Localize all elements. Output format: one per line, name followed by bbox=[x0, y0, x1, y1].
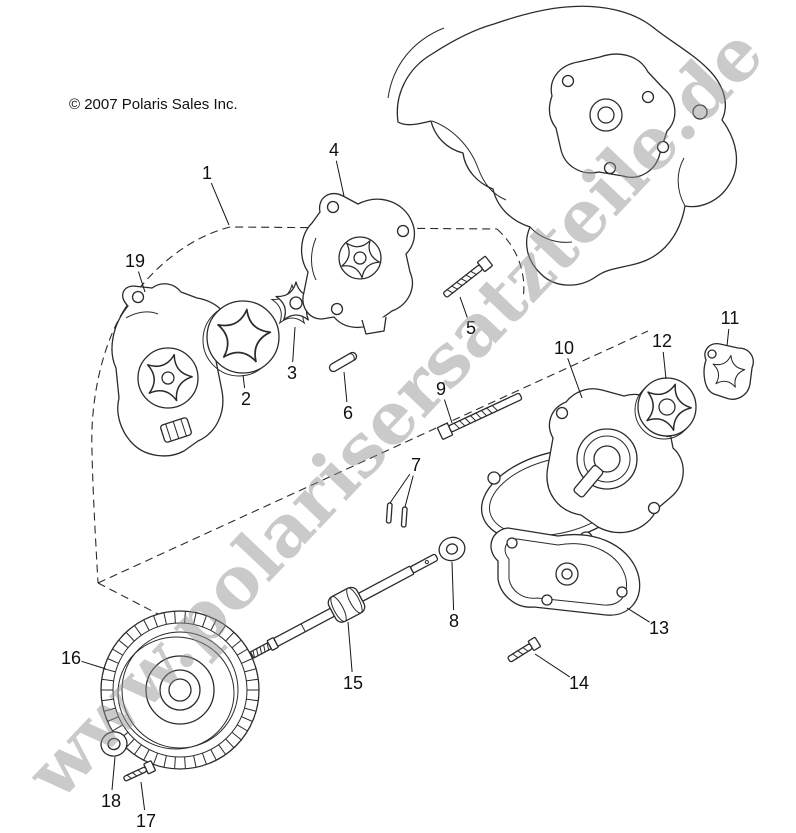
leader-line bbox=[459, 296, 468, 318]
callout-5: 5 bbox=[466, 318, 476, 338]
callout-15: 15 bbox=[343, 673, 363, 693]
callout-1: 1 bbox=[202, 163, 212, 183]
part-15-pump-shaft bbox=[249, 553, 439, 659]
part-4-pump-cover bbox=[301, 192, 416, 335]
callout-19: 19 bbox=[125, 251, 145, 271]
callout-3: 3 bbox=[287, 363, 297, 383]
callout-11: 11 bbox=[721, 308, 740, 328]
part-16-drive-gear bbox=[100, 610, 260, 770]
callout-13: 13 bbox=[649, 618, 669, 638]
callout-6: 6 bbox=[343, 403, 353, 423]
part-8-washer bbox=[438, 536, 466, 562]
callout-17: 17 bbox=[136, 811, 156, 831]
leader-line bbox=[335, 160, 345, 197]
callout-2: 2 bbox=[241, 389, 251, 409]
part-14-screw bbox=[507, 636, 541, 663]
part-2-outer-rotor bbox=[202, 300, 280, 377]
part-12-rotor bbox=[634, 375, 698, 440]
leader-line bbox=[140, 781, 146, 811]
part-7-pins bbox=[385, 502, 408, 528]
callout-10: 10 bbox=[554, 338, 574, 358]
crankcase bbox=[387, 5, 738, 286]
leader-line bbox=[137, 271, 146, 293]
leader-line bbox=[343, 371, 348, 403]
leader-line bbox=[81, 660, 107, 670]
part-13-cover-plate bbox=[490, 527, 641, 616]
leader-line bbox=[443, 399, 453, 424]
part-5-bolt bbox=[443, 255, 493, 298]
part-9-bolt bbox=[436, 392, 523, 440]
leader-line bbox=[347, 621, 353, 673]
callout-4: 4 bbox=[329, 140, 339, 160]
leader-line bbox=[210, 182, 230, 226]
part-6-dowel-pin bbox=[328, 351, 358, 373]
leader-line bbox=[534, 653, 571, 678]
leader-line bbox=[567, 358, 583, 399]
part-18-washer bbox=[100, 731, 128, 757]
callout-9: 9 bbox=[436, 379, 446, 399]
leader-line bbox=[292, 326, 296, 363]
leader-line bbox=[662, 351, 667, 380]
part-3-inner-rotor bbox=[271, 281, 317, 324]
leader-line bbox=[242, 374, 246, 389]
callout-12: 12 bbox=[652, 331, 672, 351]
part-17-bolt bbox=[123, 760, 156, 782]
callout-8: 8 bbox=[449, 611, 459, 631]
leader-line bbox=[626, 607, 650, 623]
callout-14: 14 bbox=[569, 673, 589, 693]
callout-7: 7 bbox=[411, 455, 421, 475]
leader-line bbox=[404, 475, 414, 508]
part-19-pump-housing bbox=[111, 283, 232, 457]
leader-line bbox=[726, 328, 730, 347]
part-11-housing-fragment bbox=[703, 343, 754, 400]
callout-16: 16 bbox=[61, 648, 81, 668]
leader-line bbox=[389, 473, 411, 504]
leader-line bbox=[111, 756, 116, 791]
leader-line bbox=[451, 561, 455, 611]
copyright-notice: © 2007 Polaris Sales Inc. bbox=[69, 96, 238, 113]
part-10-oil-pump-body bbox=[480, 388, 684, 545]
callout-18: 18 bbox=[101, 791, 121, 811]
